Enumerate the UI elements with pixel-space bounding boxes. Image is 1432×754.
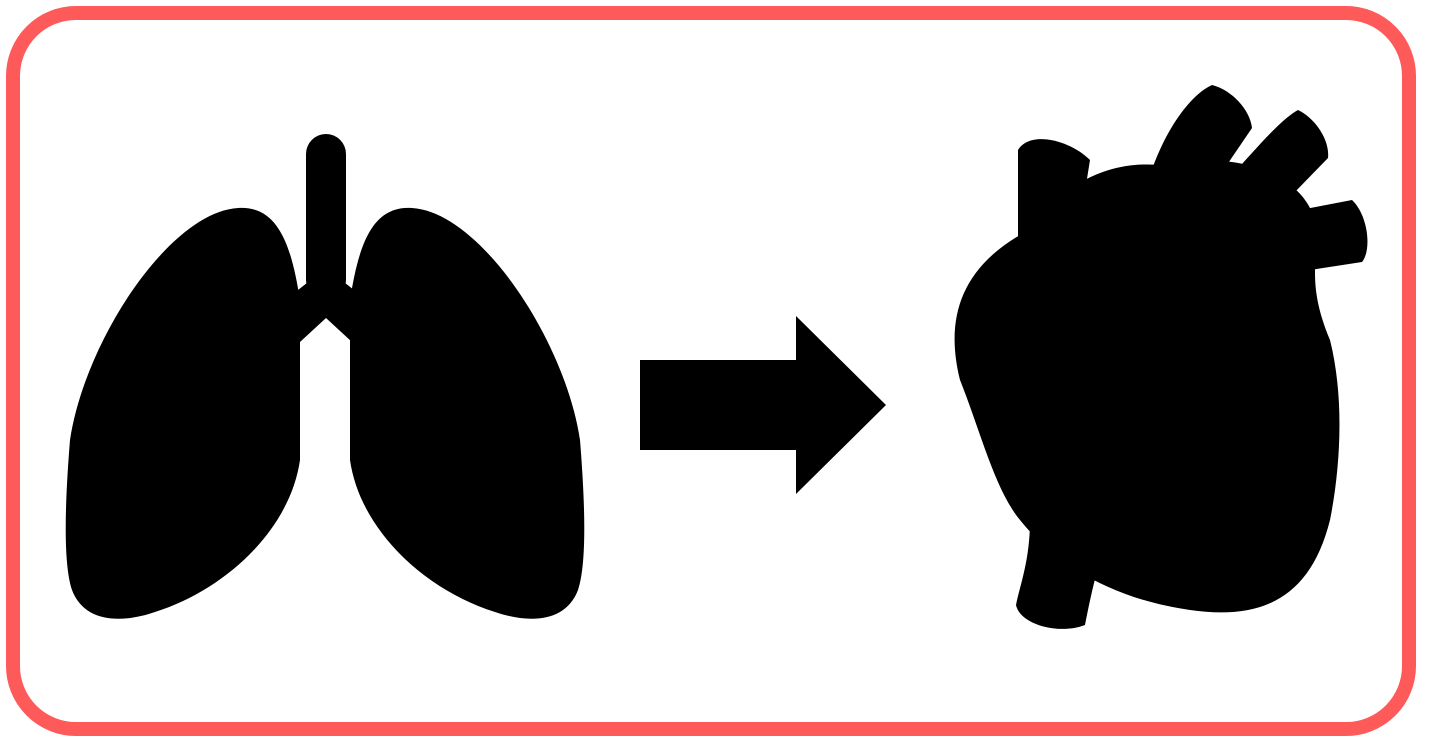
diagram-canvas [0, 0, 1432, 754]
heart-icon [0, 0, 1432, 754]
